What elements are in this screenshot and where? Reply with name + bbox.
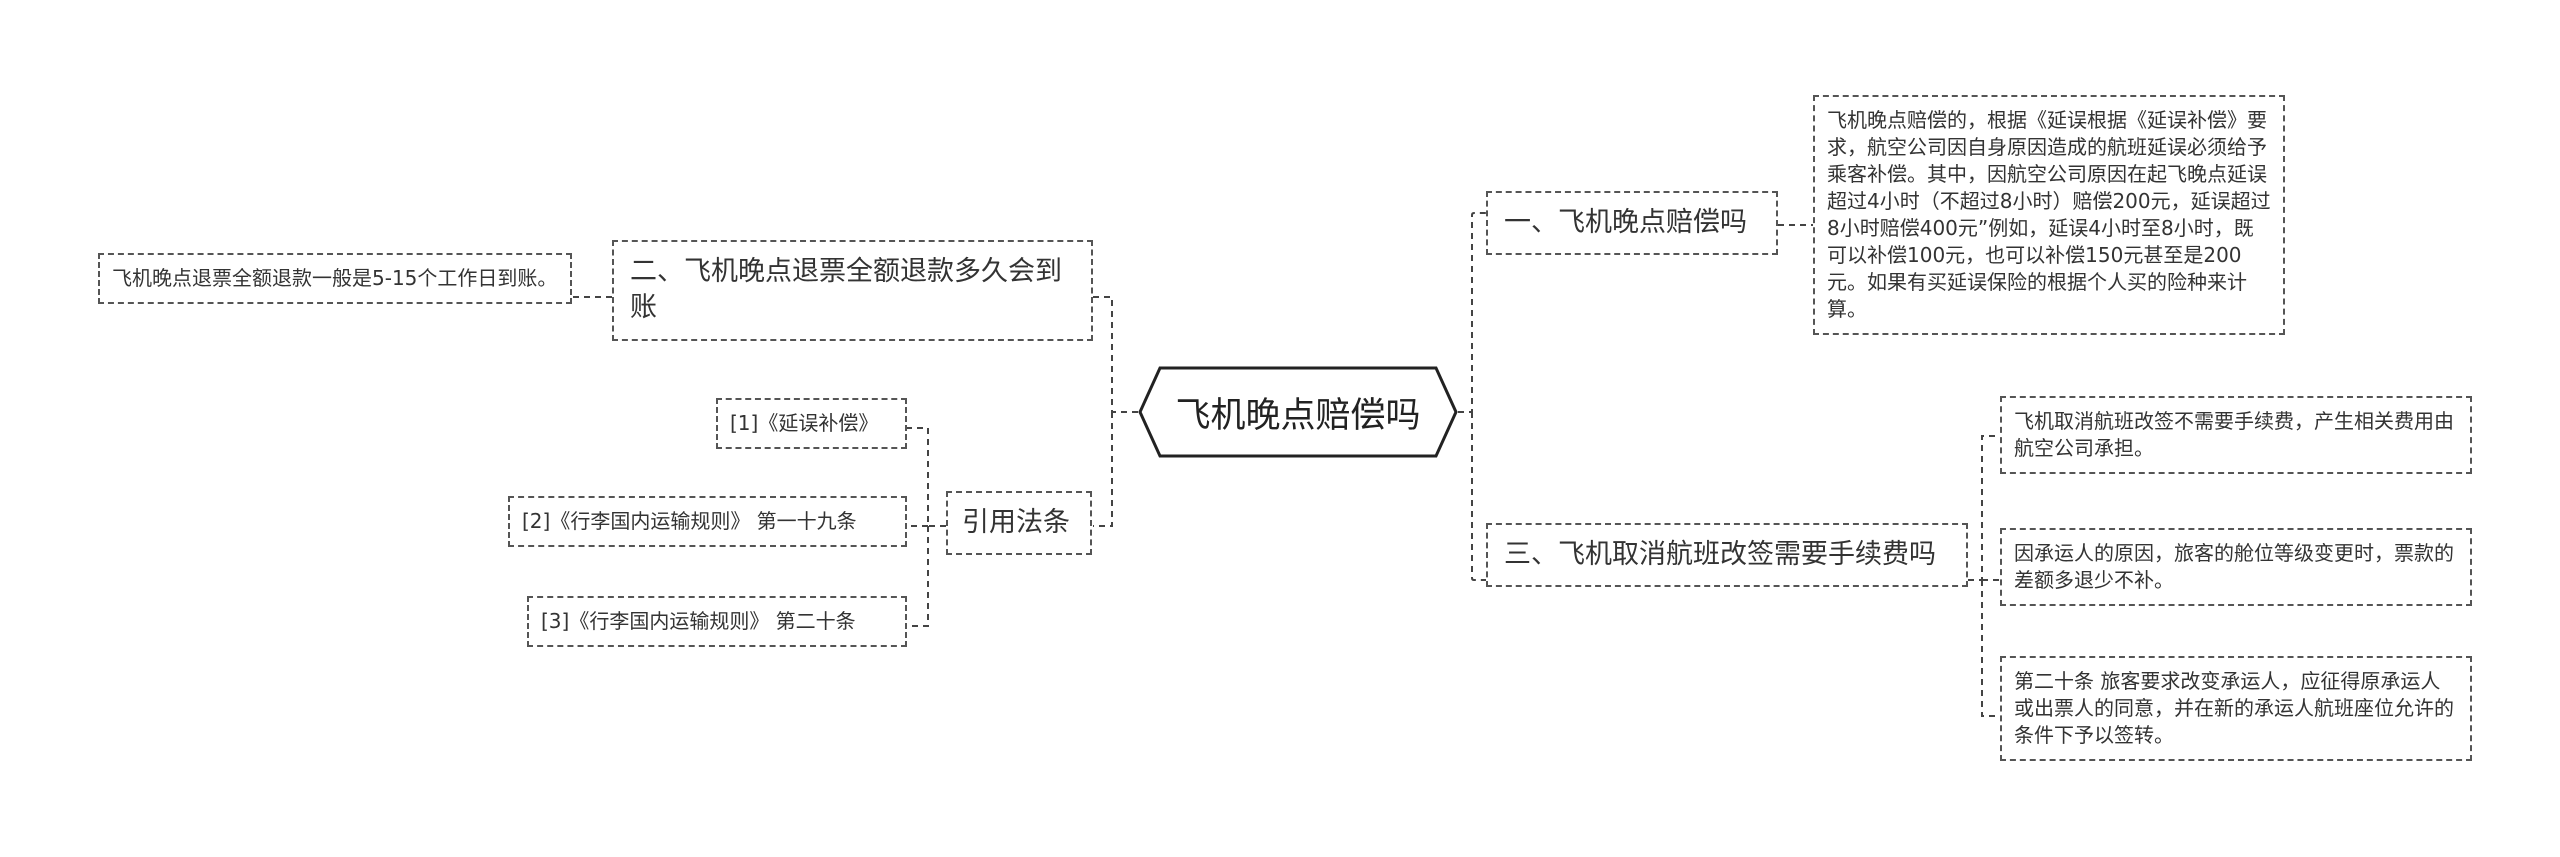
branch-label: 二、飞机晚点退票全额退款多久会到账 <box>630 256 1062 324</box>
central-topic[interactable]: 飞机晚点赔偿吗 <box>1138 366 1458 458</box>
hexagon-shape <box>1138 366 1458 458</box>
ref-text: [1]《延误补偿》 <box>730 411 879 435</box>
branch-cited-laws[interactable]: 引用法条 <box>946 491 1092 556</box>
branch-label: 三、飞机取消航班改签需要手续费吗 <box>1504 539 1936 570</box>
leaf-fare-difference[interactable]: 因承运人的原因，旅客的舱位等级变更时，票款的差额多退少不补。 <box>2000 528 2472 606</box>
ref-text: [2]《行李国内运输规则》 第一十九条 <box>522 509 857 533</box>
central-topic-label: 飞机晚点赔偿吗 <box>1175 395 1421 436</box>
leaf-no-fee[interactable]: 飞机取消航班改签不需要手续费，产生相关费用由航空公司承担。 <box>2000 396 2472 474</box>
branch-rebooking-fee[interactable]: 三、飞机取消航班改签需要手续费吗 <box>1486 523 1968 588</box>
ref-item-2[interactable]: [2]《行李国内运输规则》 第一十九条 <box>508 496 907 547</box>
leaf-article-20[interactable]: 第二十条 旅客要求改变承运人，应征得原承运人或出票人的同意，并在新的承运人航班座… <box>2000 656 2472 761</box>
leaf-text: 飞机取消航班改签不需要手续费，产生相关费用由航空公司承担。 <box>2014 409 2454 460</box>
leaf-text: 飞机晚点赔偿的，根据《延误根据《延误补偿》要求，航空公司因自身原因造成的航班延误… <box>1827 108 2271 321</box>
ref-item-1[interactable]: [1]《延误补偿》 <box>716 398 907 449</box>
leaf-text: 因承运人的原因，旅客的舱位等级变更时，票款的差额多退少不补。 <box>2014 541 2454 592</box>
leaf-text: 第二十条 旅客要求改变承运人，应征得原承运人或出票人的同意，并在新的承运人航班座… <box>2014 669 2454 747</box>
branch-refund-timing[interactable]: 二、飞机晚点退票全额退款多久会到账 <box>612 240 1093 341</box>
leaf-refund-days[interactable]: 飞机晚点退票全额退款一般是5-15个工作日到账。 <box>98 253 572 304</box>
leaf-text: 飞机晚点退票全额退款一般是5-15个工作日到账。 <box>112 266 558 290</box>
branch-label: 一、飞机晚点赔偿吗 <box>1504 207 1747 238</box>
branch-label: 引用法条 <box>962 507 1070 538</box>
ref-text: [3]《行李国内运输规则》 第二十条 <box>541 609 856 633</box>
branch-flight-delay-compensation[interactable]: 一、飞机晚点赔偿吗 <box>1486 191 1778 256</box>
leaf-compensation-details[interactable]: 飞机晚点赔偿的，根据《延误根据《延误补偿》要求，航空公司因自身原因造成的航班延误… <box>1813 95 2285 335</box>
ref-item-3[interactable]: [3]《行李国内运输规则》 第二十条 <box>527 596 907 647</box>
